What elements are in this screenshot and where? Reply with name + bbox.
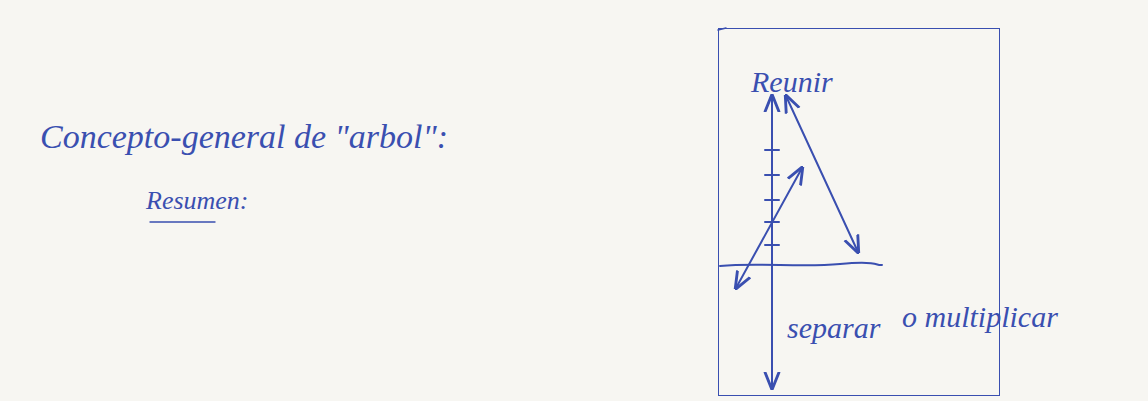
- bottom-label: separar: [787, 311, 880, 345]
- trunk-arrow: [771, 96, 773, 388]
- underline: [150, 221, 215, 222]
- top-label: Reunir: [751, 65, 833, 99]
- summary-heading: Resumen:: [146, 186, 249, 216]
- heading-note: Concepto-general de "arbol":: [40, 118, 448, 156]
- branch-arrow: [736, 168, 802, 288]
- branch-arrow: [786, 96, 858, 252]
- ground-line: [720, 263, 882, 266]
- diagram-frame: Reunir separar: [718, 28, 1000, 396]
- side-note: o multiplicar: [902, 300, 1058, 334]
